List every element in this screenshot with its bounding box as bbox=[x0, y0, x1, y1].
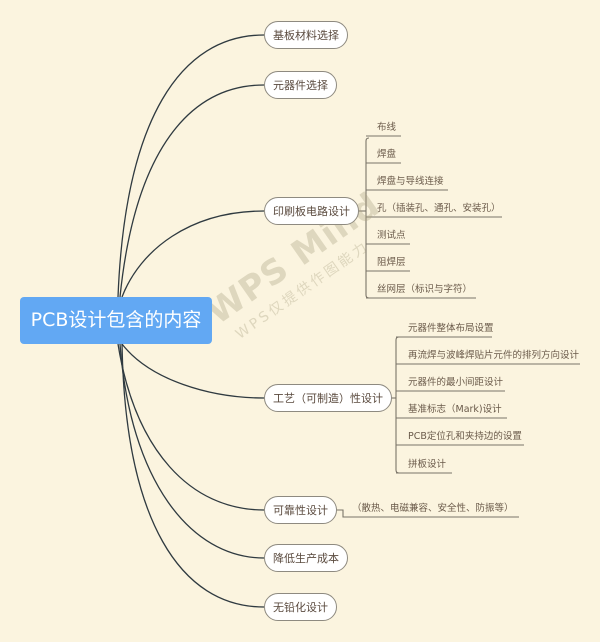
subtopic-test-points[interactable]: 测试点 bbox=[377, 230, 406, 241]
subtopic-panelization[interactable]: 拼板设计 bbox=[408, 459, 447, 470]
root-topic[interactable]: PCB设计包含的内容 bbox=[20, 297, 212, 344]
subtopic-pad-trace-connection[interactable]: 焊盘与导线连接 bbox=[377, 176, 444, 187]
topic-reduce-cost[interactable]: 降低生产成本 bbox=[264, 544, 348, 572]
topic-substrate-material[interactable]: 基板材料选择 bbox=[264, 21, 348, 49]
subtopic-locating-holes[interactable]: PCB定位孔和夹持边的设置 bbox=[408, 431, 522, 442]
topic-reliability-design[interactable]: 可靠性设计 bbox=[264, 496, 337, 524]
topic-lead-free-design[interactable]: 无铅化设计 bbox=[264, 593, 337, 621]
subtopic-routing[interactable]: 布线 bbox=[377, 122, 397, 133]
subtopic-smt-orientation[interactable]: 再流焊与波峰焊贴片元件的排列方向设计 bbox=[408, 350, 580, 361]
subtopic-silkscreen[interactable]: 丝网层（标识与字符） bbox=[377, 284, 473, 295]
topic-component-selection[interactable]: 元器件选择 bbox=[264, 71, 337, 99]
subtopic-fiducial-mark[interactable]: 基准标志（Mark)设计 bbox=[408, 404, 502, 415]
topic-manufacturability-design[interactable]: 工艺（可制造）性设计 bbox=[264, 384, 392, 412]
subtopic-reliability-details[interactable]: （散热、电磁兼容、安全性、防振等） bbox=[352, 503, 514, 514]
subtopic-solder-mask[interactable]: 阻焊层 bbox=[377, 257, 406, 268]
subtopic-min-spacing[interactable]: 元器件的最小间距设计 bbox=[408, 377, 504, 388]
subtopic-pad[interactable]: 焊盘 bbox=[377, 149, 397, 160]
subtopic-holes[interactable]: 孔（插装孔、通孔、安装孔） bbox=[377, 203, 501, 214]
topic-pcb-circuit-design[interactable]: 印刷板电路设计 bbox=[264, 197, 359, 225]
subtopic-overall-layout[interactable]: 元器件整体布局设置 bbox=[408, 323, 494, 334]
